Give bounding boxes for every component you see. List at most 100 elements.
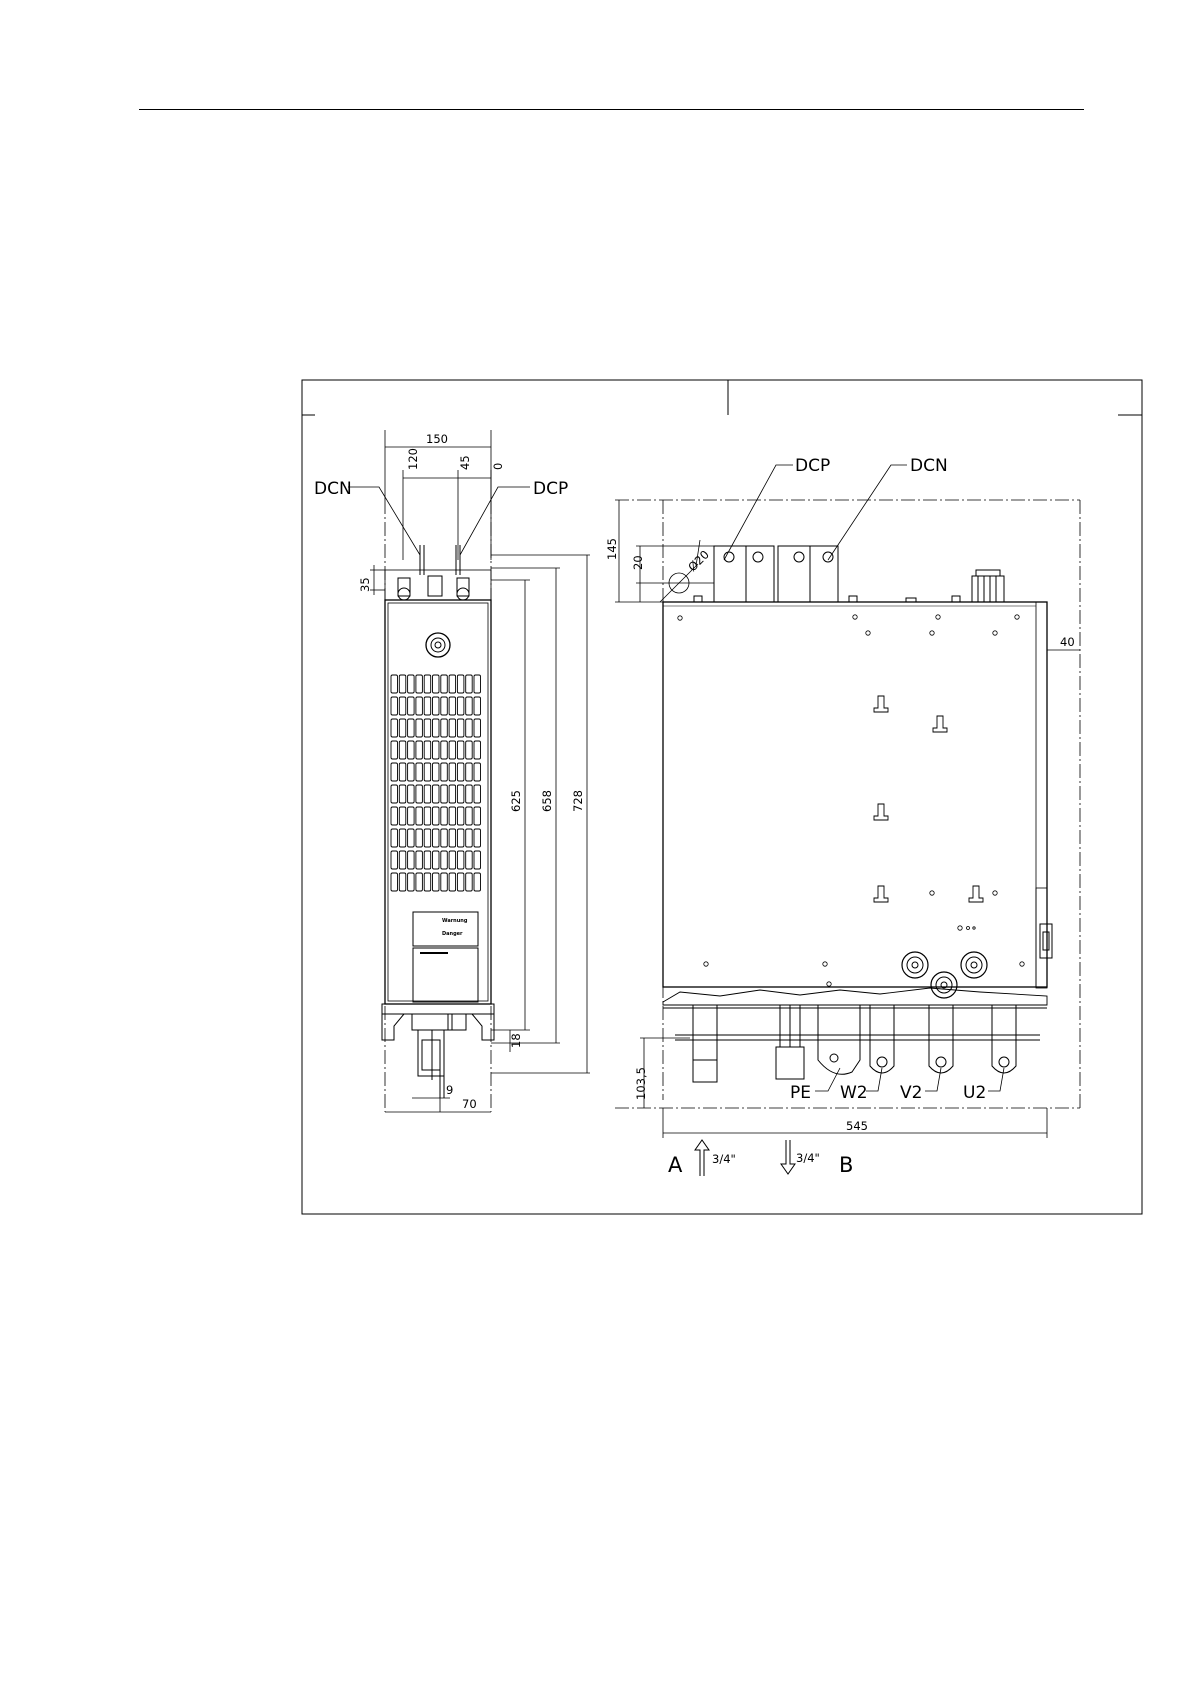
vent-slot bbox=[391, 763, 398, 781]
dc-busbars bbox=[714, 546, 838, 602]
vent-slot bbox=[424, 763, 431, 781]
vent-slot bbox=[441, 741, 448, 759]
vent-slot bbox=[391, 719, 398, 737]
vent-slot bbox=[466, 741, 473, 759]
vent-slot bbox=[449, 873, 456, 891]
vent-slot bbox=[408, 719, 415, 737]
dcp-right-label: DCP bbox=[795, 456, 830, 476]
vent-slot bbox=[474, 785, 481, 803]
front-terminals bbox=[385, 545, 491, 600]
dim-103-5: 103,5 bbox=[634, 1067, 648, 1100]
vent-slot bbox=[449, 675, 456, 693]
dim-40: 40 bbox=[1060, 635, 1075, 649]
vent-slot bbox=[408, 697, 415, 715]
airflow-a-text: 3/4" bbox=[712, 1152, 736, 1166]
vent-slot bbox=[441, 719, 448, 737]
vent-slot bbox=[399, 719, 406, 737]
vent-slot bbox=[416, 763, 423, 781]
vent-slot bbox=[433, 763, 440, 781]
dim-dia20: Ø20 bbox=[685, 547, 712, 574]
dim-120: 120 bbox=[406, 448, 420, 470]
vent-slot bbox=[433, 829, 440, 847]
vent-slot bbox=[433, 697, 440, 715]
terminal-posts bbox=[693, 1005, 804, 1082]
vent-slot bbox=[391, 829, 398, 847]
vent-slot bbox=[433, 873, 440, 891]
vent-slot bbox=[416, 697, 423, 715]
vent-slot bbox=[466, 697, 473, 715]
vent-slot bbox=[391, 697, 398, 715]
vent-slot bbox=[474, 697, 481, 715]
side-dimension-lines bbox=[615, 500, 1080, 1138]
vent-slot bbox=[441, 873, 448, 891]
vent-slot bbox=[474, 829, 481, 847]
vent-slot bbox=[457, 763, 464, 781]
vent-slot bbox=[441, 675, 448, 693]
vent-slot bbox=[408, 785, 415, 803]
vent-slot bbox=[474, 851, 481, 869]
vent-slot bbox=[416, 741, 423, 759]
mounting-holes bbox=[678, 615, 1024, 986]
vent-slot bbox=[474, 675, 481, 693]
vent-slot bbox=[457, 873, 464, 891]
u2-label: U2 bbox=[963, 1083, 986, 1103]
vent-slot bbox=[457, 697, 464, 715]
vent-slot bbox=[416, 785, 423, 803]
fan-icon bbox=[426, 633, 450, 657]
vent-slot bbox=[441, 697, 448, 715]
vent-slot bbox=[408, 675, 415, 693]
vent-slot bbox=[449, 785, 456, 803]
view-b-label: B bbox=[839, 1153, 853, 1177]
vent-slot bbox=[466, 851, 473, 869]
vent-slot bbox=[441, 851, 448, 869]
vent-slot bbox=[457, 741, 464, 759]
vent-slot bbox=[433, 741, 440, 759]
vent-slot bbox=[399, 697, 406, 715]
vent-slot bbox=[457, 675, 464, 693]
side-leaders bbox=[724, 465, 1004, 1091]
vent-slot bbox=[408, 763, 415, 781]
vent-slot bbox=[457, 851, 464, 869]
vent-slot bbox=[408, 851, 415, 869]
vent-slot bbox=[457, 785, 464, 803]
vent-slot bbox=[457, 719, 464, 737]
vent-slot bbox=[441, 807, 448, 825]
vent-slot bbox=[416, 829, 423, 847]
vent-slot bbox=[399, 675, 406, 693]
dim-625: 625 bbox=[509, 790, 523, 812]
airflow-arrow-up bbox=[695, 1140, 709, 1176]
airflow-b-text: 3/4" bbox=[796, 1151, 820, 1165]
vent-slot bbox=[408, 741, 415, 759]
vent-slot bbox=[433, 851, 440, 869]
vent-slot bbox=[433, 785, 440, 803]
vent-slot bbox=[474, 719, 481, 737]
vent-slot bbox=[424, 741, 431, 759]
vent-slot bbox=[391, 873, 398, 891]
vent-slot bbox=[408, 873, 415, 891]
dcn-left-label: DCN bbox=[314, 479, 352, 499]
vent-slot bbox=[474, 763, 481, 781]
dim-0: 0 bbox=[491, 463, 505, 470]
vent-slot bbox=[466, 873, 473, 891]
view-a-label: A bbox=[668, 1153, 683, 1177]
front-leaders bbox=[348, 487, 530, 555]
vent-slot bbox=[474, 873, 481, 891]
airflow-arrow-down bbox=[781, 1140, 795, 1174]
vent-slot bbox=[457, 829, 464, 847]
vent-slot bbox=[433, 675, 440, 693]
vent-slot bbox=[424, 675, 431, 693]
dcp-left-label: DCP bbox=[533, 479, 568, 499]
vent-slot bbox=[399, 851, 406, 869]
vent-slot bbox=[474, 807, 481, 825]
vent-slot bbox=[408, 829, 415, 847]
vent-slot bbox=[466, 785, 473, 803]
vent-slot bbox=[424, 851, 431, 869]
vent-slot bbox=[433, 719, 440, 737]
vent-slot bbox=[441, 785, 448, 803]
vent-slot bbox=[449, 851, 456, 869]
vent-slot bbox=[466, 829, 473, 847]
warning-line-2: Danger bbox=[442, 931, 463, 937]
vent-slot bbox=[399, 763, 406, 781]
rating-plate bbox=[413, 948, 478, 1002]
